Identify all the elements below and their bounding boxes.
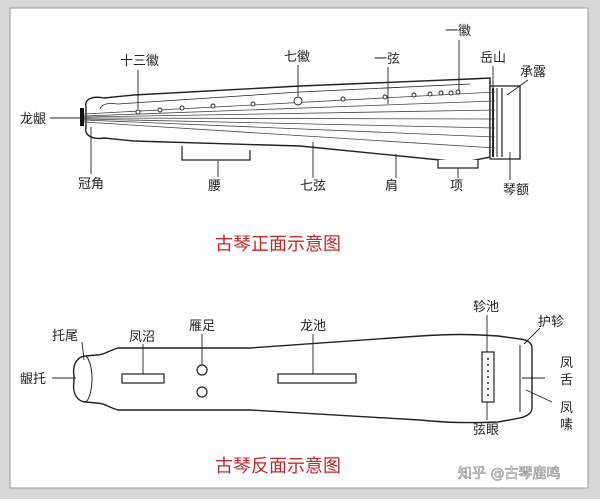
label-yihui: 一徽 xyxy=(445,24,471,39)
front-body-inner-edge xyxy=(99,83,471,110)
label-yueshan: 岳山 xyxy=(480,51,506,66)
label-jian: 肩 xyxy=(385,178,398,194)
tail-notch xyxy=(85,355,93,403)
front-title: 古琴正面示意图 xyxy=(215,234,341,255)
label-huzhen: 护轸 xyxy=(538,315,564,330)
label-fengshe-1: 凤 xyxy=(560,356,573,371)
watermark: 知乎 @古琴鹿鸣 xyxy=(458,465,560,482)
neck-notch xyxy=(437,160,479,169)
label-yanzu: 雁足 xyxy=(189,319,215,334)
label-fengshe-2: 舌 xyxy=(560,373,573,388)
front-leader-lines xyxy=(50,40,529,180)
label-qine: 琴额 xyxy=(503,183,529,198)
back-title: 古琴反面示意图 xyxy=(215,456,341,477)
label-fengse-2: 嗉 xyxy=(560,417,573,433)
label-fengzhao: 凤沼 xyxy=(129,330,155,345)
front-view: 十三徽 七徽 一弦 一徽 岳山 承露 龙龈 冠角 腰 七弦 肩 项 琴额 古琴正… xyxy=(20,24,546,255)
back-leader-lines xyxy=(52,315,553,420)
label-longyin: 龙龈 xyxy=(20,112,46,127)
label-chenglu: 承露 xyxy=(520,65,546,80)
fengzhao-opening xyxy=(121,373,165,384)
label-tuowei: 托尾 xyxy=(52,329,78,344)
longchi-opening xyxy=(277,373,357,384)
label-yao: 腰 xyxy=(208,179,221,194)
hui-markers xyxy=(135,89,461,115)
label-fengse-1: 凤 xyxy=(560,401,573,416)
label-guanjiao: 冠角 xyxy=(78,177,104,192)
label-yintuo: 龈托 xyxy=(20,372,46,387)
waist-notch xyxy=(181,146,251,161)
label-qixian: 七弦 xyxy=(300,178,326,194)
string-eyes xyxy=(487,358,489,396)
longyin-nut xyxy=(80,108,84,126)
label-xiang: 项 xyxy=(450,179,463,194)
front-head-block xyxy=(489,85,521,160)
front-body-outline xyxy=(85,77,491,162)
label-longchi: 龙池 xyxy=(300,319,326,334)
front-strings xyxy=(83,91,496,149)
yanzu-foot-1 xyxy=(196,364,208,376)
back-view: 托尾 凤沼 雁足 龙池 轸池 护轸 龈托 凤 舌 凤 嗉 弦眼 古琴反面示意图 xyxy=(20,300,573,477)
label-zhenchi: 轸池 xyxy=(473,300,499,315)
yanzu-foot-2 xyxy=(196,386,208,398)
label-shisanhui: 十三徽 xyxy=(120,54,159,69)
label-qihui: 七徽 xyxy=(284,50,310,65)
label-xianyan: 弦眼 xyxy=(473,422,499,438)
label-yixian: 一弦 xyxy=(374,51,400,67)
